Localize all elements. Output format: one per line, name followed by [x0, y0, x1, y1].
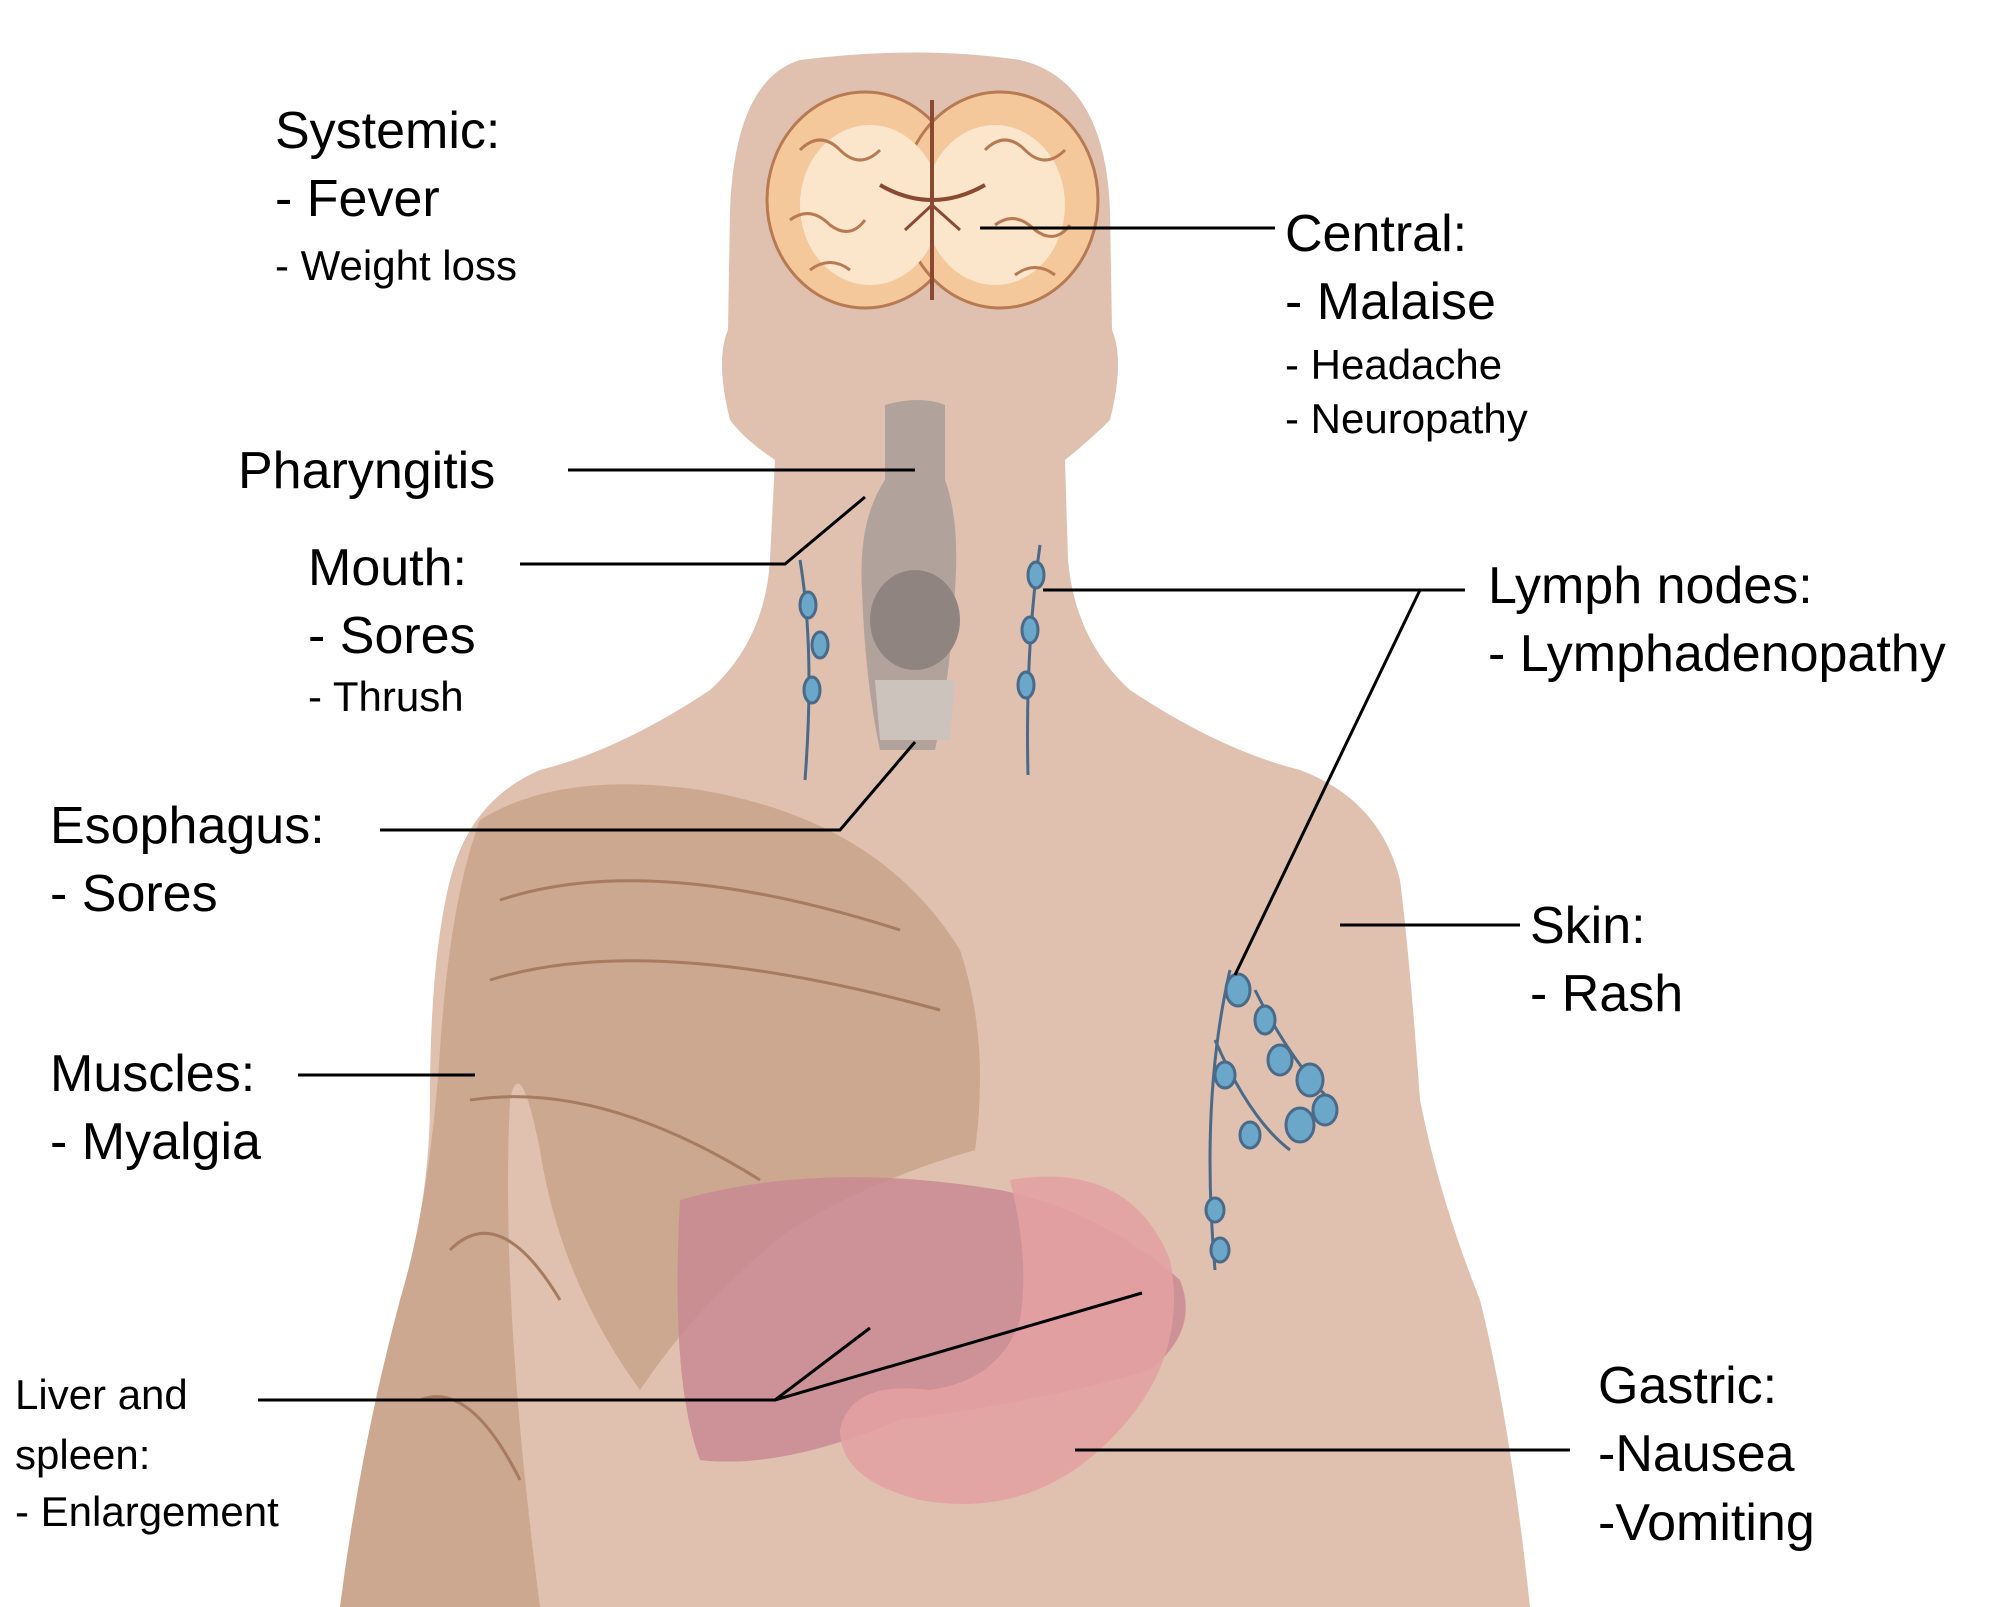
- esophagus-item-sores: - Sores: [50, 865, 218, 924]
- gastric-heading: Gastric:: [1598, 1357, 1778, 1415]
- mouth-leader-line: [520, 495, 866, 566]
- liver-spleen-heading-line-2: spleen:: [15, 1431, 151, 1479]
- mouth-item-sores: - Sores: [308, 607, 476, 666]
- central-item-malaise: - Malaise: [1285, 273, 1496, 332]
- liver-spleen-item-enlargement: - Enlargement: [15, 1487, 279, 1535]
- mouth-label-group: Mouth: - Sores - Thrush: [308, 537, 476, 722]
- gastric-item-nausea: -Nausea: [1598, 1425, 1795, 1484]
- mouth-item-thrush: - Thrush: [308, 672, 464, 720]
- pharyngitis-label-group: Pharyngitis: [238, 440, 495, 502]
- esophagus-label-group: Esophagus: - Sores: [50, 795, 325, 926]
- muscles-heading: Muscles:: [50, 1045, 256, 1103]
- central-label-group: Central: - Malaise - Headache - Neuropat…: [1285, 203, 1528, 445]
- gastric-item-vomiting: -Vomiting: [1598, 1493, 1815, 1552]
- esophagus-leader-line: [380, 741, 917, 832]
- liver-spleen-heading-line-1: Liver and: [15, 1371, 188, 1418]
- lymph-nodes-heading: Lymph nodes:: [1488, 557, 1813, 615]
- neck-lymph-nodes: [798, 544, 1046, 781]
- lymph-nodes-label-group: Lymph nodes: - Lymphadenopathy: [1488, 555, 1946, 686]
- lymph-nodes-item-lymphadenopathy: - Lymphadenopathy: [1488, 625, 1946, 684]
- systemic-heading: Systemic:: [275, 102, 501, 160]
- systemic-item-fever: - Fever: [275, 170, 440, 229]
- muscles-label-group: Muscles: - Myalgia: [50, 1043, 261, 1174]
- brain-illustration: [765, 90, 1100, 310]
- liver-spleen-label-group: Liver and spleen: - Enlargement: [15, 1370, 279, 1537]
- lymph-axillary-leader-line: [1233, 589, 1422, 976]
- pharyngitis-heading: Pharyngitis: [238, 442, 496, 500]
- esophagus-heading: Esophagus:: [50, 797, 325, 855]
- skin-item-rash: - Rash: [1530, 965, 1684, 1024]
- spleen-leader-line: [774, 1291, 1143, 1402]
- central-item-neuropathy: - Neuropathy: [1285, 395, 1528, 443]
- muscles-item-myalgia: - Myalgia: [50, 1113, 261, 1172]
- central-heading: Central:: [1285, 205, 1468, 263]
- systemic-label-group: Systemic: - Fever - Weight loss: [275, 100, 517, 291]
- axillary-lymph-nodes: [1204, 969, 1339, 1271]
- systemic-item-weight-loss: - Weight loss: [275, 241, 517, 289]
- skin-label-group: Skin: - Rash: [1530, 895, 1683, 1026]
- leader-lines: [258, 226, 1570, 1452]
- skin-heading: Skin:: [1530, 897, 1646, 955]
- central-item-headache: - Headache: [1285, 340, 1503, 388]
- stomach-illustration: [840, 1176, 1174, 1504]
- pharynx-illustration: [861, 400, 960, 750]
- mouth-heading: Mouth:: [308, 539, 467, 597]
- gastric-label-group: Gastric: -Nausea -Vomiting: [1598, 1355, 1815, 1554]
